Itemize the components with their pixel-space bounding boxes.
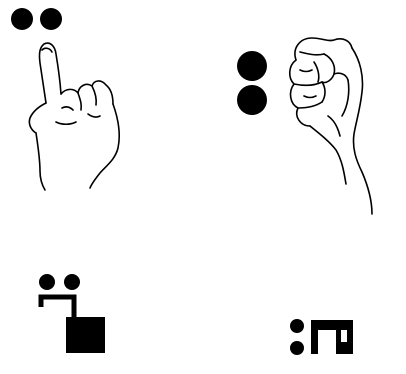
hand-index-finger-up-icon — [29, 43, 119, 190]
pointing-symbol-panel — [39, 274, 105, 353]
dot — [290, 319, 304, 333]
dot — [39, 274, 55, 290]
dots-vertical — [237, 51, 267, 115]
dot — [237, 51, 267, 81]
dots-vertical — [290, 319, 304, 355]
dot — [237, 85, 267, 115]
stepped-bracket-symbol-icon — [41, 297, 105, 353]
dot — [64, 274, 80, 290]
fist-panel — [237, 38, 372, 214]
box-notch — [318, 330, 336, 354]
dots-horizontal — [39, 274, 80, 290]
box-window — [341, 330, 347, 342]
bracket-outline — [41, 297, 84, 320]
dot — [290, 341, 304, 355]
fist-icon — [290, 38, 372, 214]
filled-block — [66, 317, 105, 353]
dot — [40, 8, 62, 30]
fist-symbol-panel — [290, 319, 353, 355]
dots-horizontal — [11, 8, 62, 30]
dot — [11, 8, 33, 30]
pointing-hand-panel — [11, 8, 119, 190]
box-with-notch-symbol-icon — [311, 320, 353, 354]
